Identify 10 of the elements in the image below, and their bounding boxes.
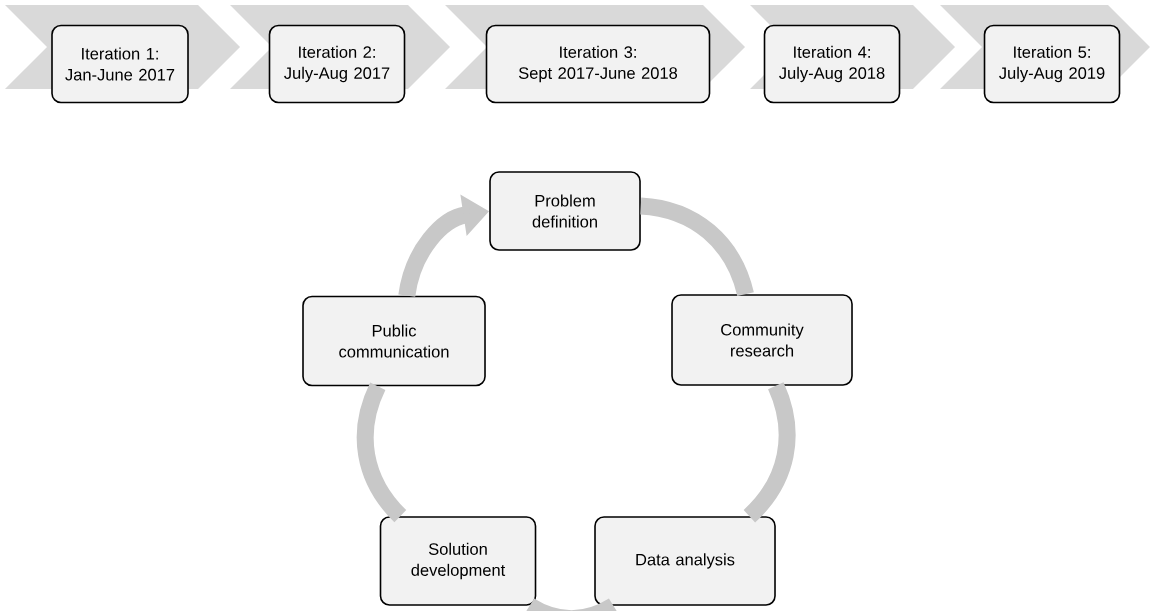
process-box: Iteration 5: July-Aug 2019 [983,24,1121,104]
process-box: Problem definition [489,171,641,251]
process-box: Iteration 3: Sept 2017-June 2018 [485,24,711,104]
process-box: Iteration 2: July-Aug 2017 [268,24,406,104]
process-box: Iteration 1: Jan-June 2017 [51,24,189,104]
process-box: Iteration 4: July-Aug 2018 [763,24,901,104]
process-box: Public communication [302,295,486,387]
process-box: Solution development [379,516,537,606]
process-box: Community research [671,294,853,386]
process-box: Data analysis [594,516,776,606]
